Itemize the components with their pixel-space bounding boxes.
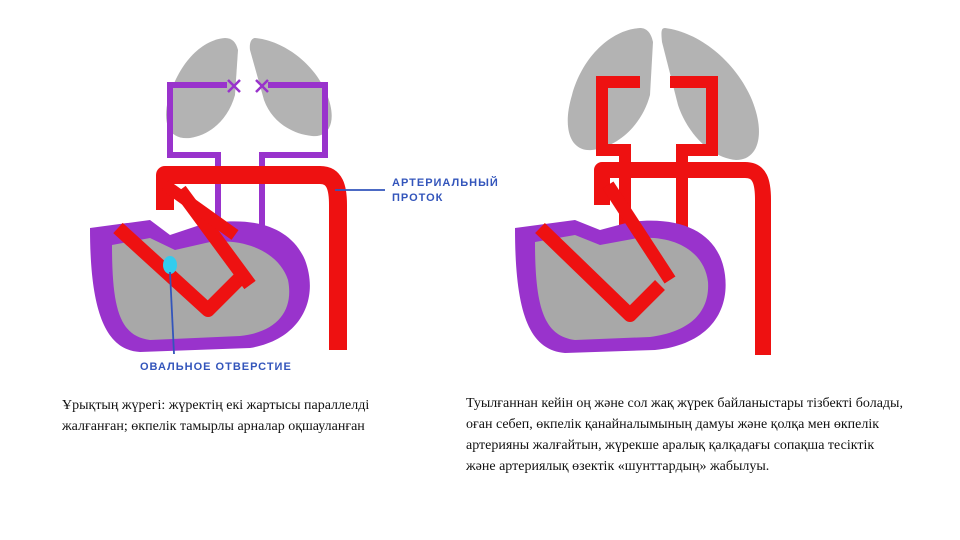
foramen-ovale [163, 256, 177, 274]
postnatal-heart-diagram [490, 10, 790, 380]
oval-opening-label: ОВАЛЬНОЕ ОТВЕРСТИЕ [140, 361, 292, 373]
left-lung [166, 38, 238, 138]
fetal-heart-caption: Ұрықтың жүрегі: жүректің екі жартысы пар… [62, 395, 392, 437]
fetal-heart-diagram: АРТЕРИАЛЬНЫЙ ПРОТОК ОВАЛЬНОЕ ОТВЕРСТИЕ [50, 10, 550, 390]
lungs [166, 38, 332, 138]
arterial-duct-label-line1: АРТЕРИАЛЬНЫЙ [392, 176, 499, 189]
left-lung [568, 28, 653, 150]
postnatal-heart-caption: Туылғаннан кейін оң және сол жақ жүрек б… [466, 393, 906, 477]
arterial-duct-label-line2: ПРОТОК [392, 192, 443, 204]
